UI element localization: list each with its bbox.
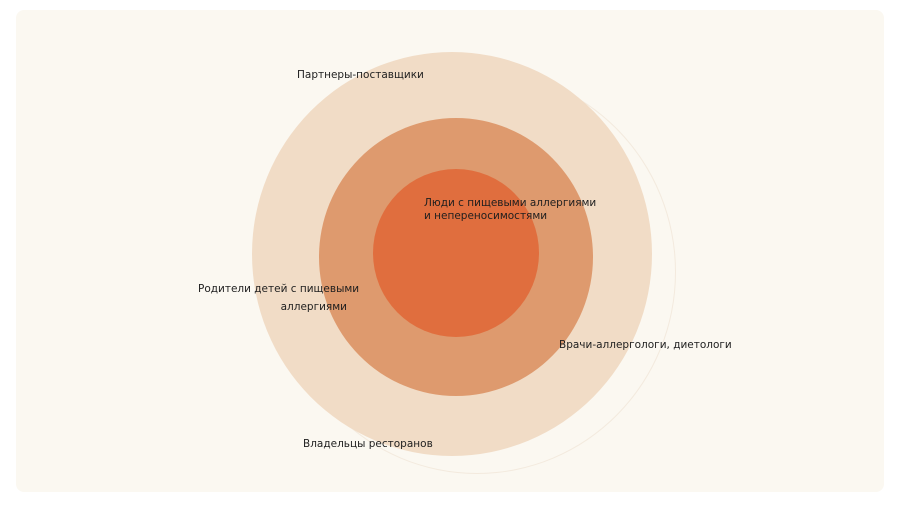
label-core-line-1: Люди с пищевыми аллергиями (424, 197, 597, 209)
label-parents-line-2: аллергиями (280, 300, 347, 313)
label-suppliers: Партнеры-поставщики (297, 69, 424, 82)
label-parents: Родители детей с пищевыми аллергиями (198, 283, 360, 313)
label-core-line-2: и непереносимостями (424, 209, 548, 222)
diagram-canvas (16, 10, 884, 492)
core-circle (373, 169, 539, 337)
label-owners-text: Владельцы ресторанов (303, 438, 433, 450)
label-parents-line-1: Родители детей с пищевыми (198, 283, 360, 295)
label-doctors-text: Врачи-аллергологи, диетологи (559, 339, 732, 351)
label-restaurant-owners: Владельцы ресторанов (303, 438, 433, 451)
label-suppliers-text: Партнеры-поставщики (297, 69, 424, 81)
label-core-audience: Люди с пищевыми аллергиями и непереносим… (424, 197, 596, 222)
label-doctors: Врачи-аллергологи, диетологи (559, 339, 732, 352)
